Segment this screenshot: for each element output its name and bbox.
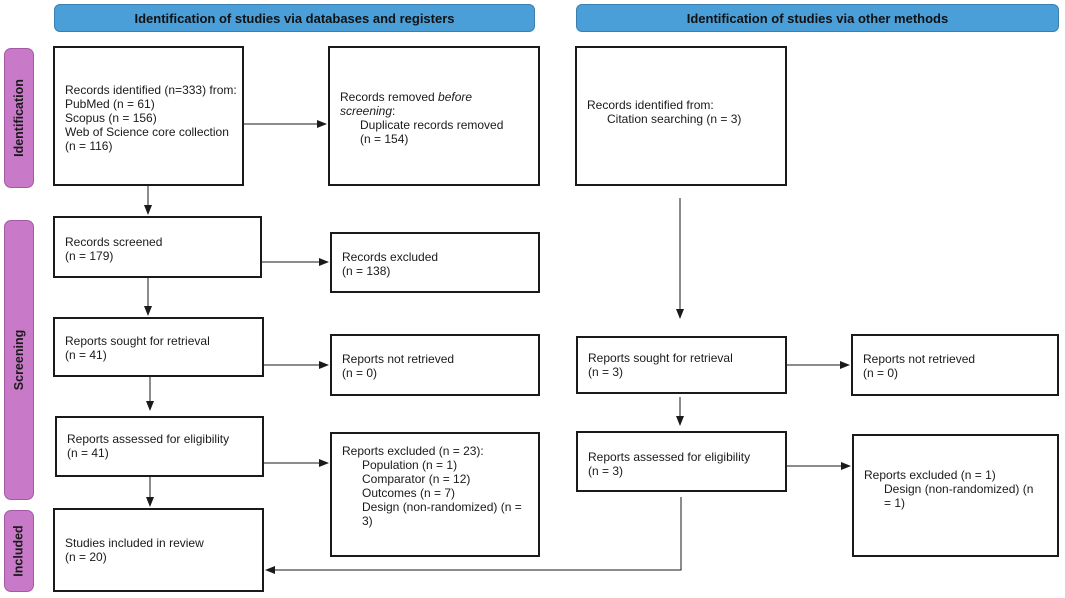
phase-screening: Screening bbox=[4, 220, 34, 500]
other-reports-sought-title: Reports sought for retrieval bbox=[588, 351, 733, 365]
reports-sought-count: (n = 41) bbox=[65, 348, 107, 362]
other-reports-sought-box: Reports sought for retrieval (n = 3) bbox=[576, 336, 787, 394]
duplicates-removed-label: Duplicate records removed bbox=[360, 118, 504, 132]
reason-population: Population (n = 1) bbox=[362, 458, 458, 472]
header-databases: Identification of studies via databases … bbox=[54, 4, 535, 32]
records-removed-title-1: Records removed before bbox=[340, 90, 473, 104]
other-reports-not-retrieved-title: Reports not retrieved bbox=[863, 352, 976, 366]
reports-assessed-box: Reports assessed for eligibility (n = 41… bbox=[55, 416, 264, 477]
source-web-of-science-count: (n = 116) bbox=[65, 139, 113, 153]
source-scopus: Scopus (n = 156) bbox=[65, 111, 157, 125]
duplicates-removed-count: (n = 154) bbox=[360, 132, 409, 146]
other-reports-not-retrieved-count: (n = 0) bbox=[863, 366, 899, 380]
other-reports-not-retrieved-box: Reports not retrieved (n = 0) bbox=[851, 334, 1059, 396]
reports-excluded-title: Reports excluded (n = 23): bbox=[342, 444, 484, 458]
other-reports-excluded-box: Reports excluded (n = 1) Design (non-ran… bbox=[852, 434, 1059, 557]
other-records-identified-title: Records identified from: bbox=[587, 98, 714, 112]
records-excluded-box: Records excluded (n = 138) bbox=[330, 232, 540, 293]
header-other-methods-label: Identification of studies via other meth… bbox=[686, 10, 949, 26]
source-web-of-science: Web of Science core collection bbox=[65, 125, 229, 139]
other-reason-design-count: = 1) bbox=[884, 496, 906, 510]
phase-included: Included bbox=[4, 510, 34, 592]
records-removed-title-2: screening: bbox=[340, 104, 396, 118]
phase-identification: Identification bbox=[4, 48, 34, 188]
reason-design-count: 3) bbox=[362, 514, 373, 528]
other-reports-assessed-title: Reports assessed for eligibility bbox=[588, 450, 751, 464]
reports-not-retrieved-title: Reports not retrieved bbox=[342, 352, 455, 366]
reason-design: Design (non-randomized) (n = bbox=[362, 500, 522, 514]
reports-sought-title: Reports sought for retrieval bbox=[65, 334, 210, 348]
arrow-other-assessed-to-included bbox=[265, 497, 682, 574]
other-records-identified-box: Records identified from: Citation search… bbox=[575, 46, 787, 186]
reports-not-retrieved-count: (n = 0) bbox=[342, 366, 378, 380]
other-reports-sought-count: (n = 3) bbox=[588, 365, 624, 379]
reports-excluded-box: Reports excluded (n = 23): Population (n… bbox=[330, 432, 540, 557]
records-identified-box: Records identified (n=333) from: PubMed … bbox=[53, 46, 244, 186]
header-databases-label: Identification of studies via databases … bbox=[134, 10, 455, 26]
other-reports-assessed-box: Reports assessed for eligibility (n = 3) bbox=[576, 431, 787, 492]
other-reason-design: Design (non-randomized) (n bbox=[884, 482, 1034, 496]
studies-included-title: Studies included in review bbox=[65, 536, 204, 550]
reports-assessed-count: (n = 41) bbox=[67, 446, 109, 460]
records-screened-box: Records screened (n = 179) bbox=[53, 216, 262, 278]
records-removed-box: Records removed before screening: Duplic… bbox=[328, 46, 540, 186]
reason-outcomes: Outcomes (n = 7) bbox=[362, 486, 456, 500]
reports-sought-box: Reports sought for retrieval (n = 41) bbox=[53, 317, 264, 377]
header-other-methods: Identification of studies via other meth… bbox=[576, 4, 1059, 32]
reports-assessed-title: Reports assessed for eligibility bbox=[67, 432, 230, 446]
source-pubmed: PubMed (n = 61) bbox=[65, 97, 155, 111]
studies-included-count: (n = 20) bbox=[65, 550, 107, 564]
reason-comparator: Comparator (n = 12) bbox=[362, 472, 471, 486]
records-excluded-count: (n = 138) bbox=[342, 264, 391, 278]
studies-included-box: Studies included in review (n = 20) bbox=[53, 508, 264, 592]
other-reports-excluded-title: Reports excluded (n = 1) bbox=[864, 468, 996, 482]
records-screened-count: (n = 179) bbox=[65, 249, 114, 263]
records-identified-title: Records identified (n=333) from: bbox=[65, 83, 237, 97]
other-reports-assessed-count: (n = 3) bbox=[588, 464, 624, 478]
citation-searching: Citation searching (n = 3) bbox=[607, 112, 742, 126]
records-screened-title: Records screened bbox=[65, 235, 163, 249]
reports-not-retrieved-box: Reports not retrieved (n = 0) bbox=[330, 334, 540, 396]
records-excluded-title: Records excluded bbox=[342, 250, 439, 264]
